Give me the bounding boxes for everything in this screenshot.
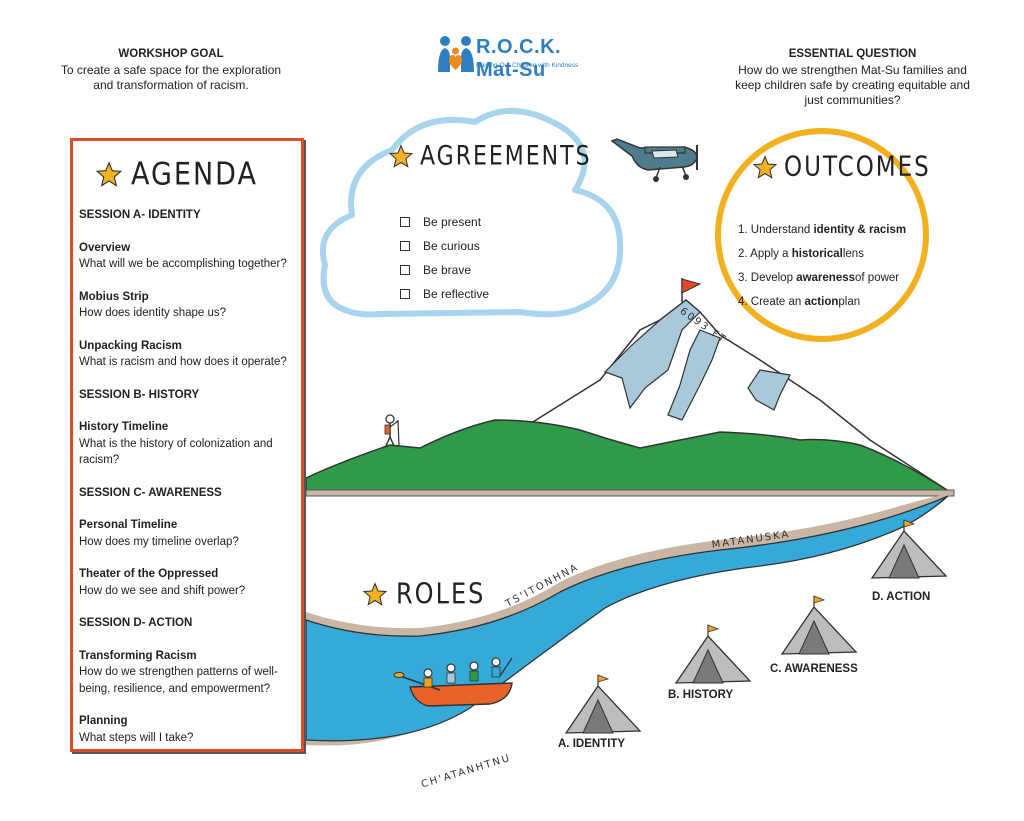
outcomes-ring [715, 128, 929, 342]
family-logo-icon [438, 36, 474, 72]
summit-flag-icon [681, 278, 702, 294]
session-heading: SESSION A- IDENTITY [79, 209, 201, 221]
agenda-item: Planning What steps will I take? [79, 713, 309, 746]
agenda-item: History Timeline What is the history of … [79, 419, 309, 469]
agenda-item: Personal Timeline How does my timeline o… [79, 517, 309, 550]
outcome-text: lens [842, 248, 864, 260]
agenda-item-desc: How do we see and shift power? [79, 584, 246, 597]
agenda-item: Mobius Strip How does identity shape us? [79, 289, 309, 322]
session-heading: SESSION D- ACTION [79, 617, 193, 629]
hiker-icon [384, 414, 400, 447]
agenda-item: Unpacking Racism What is racism and how … [79, 338, 309, 371]
star-icon [362, 581, 388, 606]
outcome-keyword: action [804, 296, 839, 308]
outcome-text: plan [838, 296, 861, 308]
agenda-list: SESSION A- IDENTITY Overview What will w… [79, 207, 309, 762]
tent-a-icon [564, 674, 642, 734]
tent-c-icon [780, 595, 858, 655]
checkbox-icon [400, 217, 410, 227]
star-icon [752, 154, 778, 179]
agenda-item-title: Theater of the Oppressed [79, 568, 219, 580]
outcome-text: 1. Understand [738, 224, 811, 236]
agenda-title: AGENDA [131, 156, 258, 193]
checkbox-icon [400, 265, 410, 275]
tent-d-icon [870, 519, 948, 579]
agreement-item: Be brave [400, 258, 489, 282]
agenda-item-desc: What will we be accomplishing together? [79, 258, 287, 270]
agreements-header: AGREEMENTS [388, 141, 592, 172]
agreement-item: Be curious [400, 234, 489, 258]
outcome-item: 1. Understand identity & racism [738, 218, 906, 242]
agreements-list: Be present Be curious Be brave Be reflec… [400, 210, 489, 306]
outcome-text: 2. Apply a [738, 248, 789, 260]
outcome-text: of power [855, 272, 900, 284]
rock-mat-su-logo: R.O.C.K. Mat-Su Raising Our Children wit… [436, 34, 596, 82]
agenda-item-title: Overview [79, 241, 131, 254]
agreement-label: Be brave [423, 263, 472, 277]
agenda-item: Theater of the Oppressed How do we see a… [79, 566, 309, 599]
session-heading: SESSION C- AWARENESS [79, 486, 222, 499]
green-hills [305, 419, 953, 493]
agreement-label: Be present [423, 215, 482, 229]
agenda-item-title: Planning [79, 715, 128, 727]
outcome-keyword: identity & racism [813, 224, 907, 236]
raft-icon [393, 657, 513, 707]
outcomes-list: 1. Understand identity & racism 2. Apply… [738, 218, 906, 314]
logo-name: R.O.C.K. Mat-Su [476, 36, 562, 81]
agenda-item-desc: How does my timeline overlap? [79, 535, 239, 548]
essential-question-text: How do we strengthen Mat-Su families and… [735, 63, 970, 107]
agenda-item-desc: What is racism and how does it operate? [79, 356, 287, 368]
agenda-item: Overview What will we be accomplishing t… [79, 240, 309, 273]
workshop-goal-text: To create a safe space for the explorati… [60, 63, 282, 92]
workshop-goal-title: WORKSHOP GOAL [118, 48, 224, 60]
agreement-item: Be present [400, 210, 489, 234]
session-heading: SESSION B- HISTORY [79, 388, 200, 401]
outcome-item: 2. Apply a historical lens [738, 242, 906, 266]
agreements-title: AGREEMENTS [420, 141, 592, 172]
agenda-header: AGENDA [95, 156, 258, 193]
agreement-label: Be curious [423, 239, 480, 253]
agenda-item-desc: How do we strengthen patterns of well-be… [79, 666, 278, 695]
tent-b-icon [674, 624, 752, 684]
outcome-item: 3. Develop awareness of power [738, 266, 906, 290]
agenda-item-title: Personal Timeline [79, 519, 178, 531]
agenda-item-title: History Timeline [79, 421, 169, 433]
agenda-item: Transforming Racism How do we strengthen… [79, 648, 309, 698]
essential-question: ESSENTIAL QUESTION How do we strengthen … [730, 47, 975, 108]
logo-tagline: Raising Our Children with Kindness [476, 62, 579, 69]
star-icon [95, 161, 123, 187]
tent-label-a: A. IDENTITY [558, 738, 626, 750]
outcome-text: 4. Create an [738, 296, 802, 308]
tent-label-b: B. HISTORY [668, 689, 734, 701]
agenda-item-title: Unpacking Racism [79, 339, 182, 352]
checkbox-icon [400, 289, 410, 299]
tent-label-d: D. ACTION [872, 591, 931, 603]
outcomes-header: OUTCOMES [752, 151, 931, 183]
essential-question-title: ESSENTIAL QUESTION [788, 48, 917, 60]
tent-label-c: C. AWARENESS [770, 663, 858, 675]
agenda-panel: AGENDA SESSION A- IDENTITY Overview What… [70, 138, 304, 752]
agenda-item-title: Transforming Racism [79, 649, 197, 662]
star-icon [388, 144, 414, 168]
outcome-keyword: historical [791, 248, 843, 260]
roles-title: ROLES [396, 577, 486, 611]
workshop-goal: WORKSHOP GOAL To create a safe space for… [56, 47, 286, 93]
agenda-item-title: Mobius Strip [79, 290, 149, 303]
airplane-icon [610, 138, 698, 182]
outcomes-title: OUTCOMES [784, 151, 931, 183]
agreement-item: Be reflective [400, 282, 489, 306]
agenda-item-desc: What is the history of colonization and … [79, 437, 273, 467]
outcome-item: 4. Create an action plan [738, 290, 906, 314]
outcome-text: 3. Develop [738, 272, 793, 284]
roles-header: ROLES [362, 577, 486, 611]
river [305, 495, 949, 742]
agenda-item-desc: How does identity shape us? [79, 307, 227, 319]
agenda-item-desc: What steps will I take? [79, 731, 194, 744]
checkbox-icon [400, 241, 410, 251]
outcome-keyword: awareness [796, 272, 856, 284]
agreement-label: Be reflective [423, 287, 490, 301]
